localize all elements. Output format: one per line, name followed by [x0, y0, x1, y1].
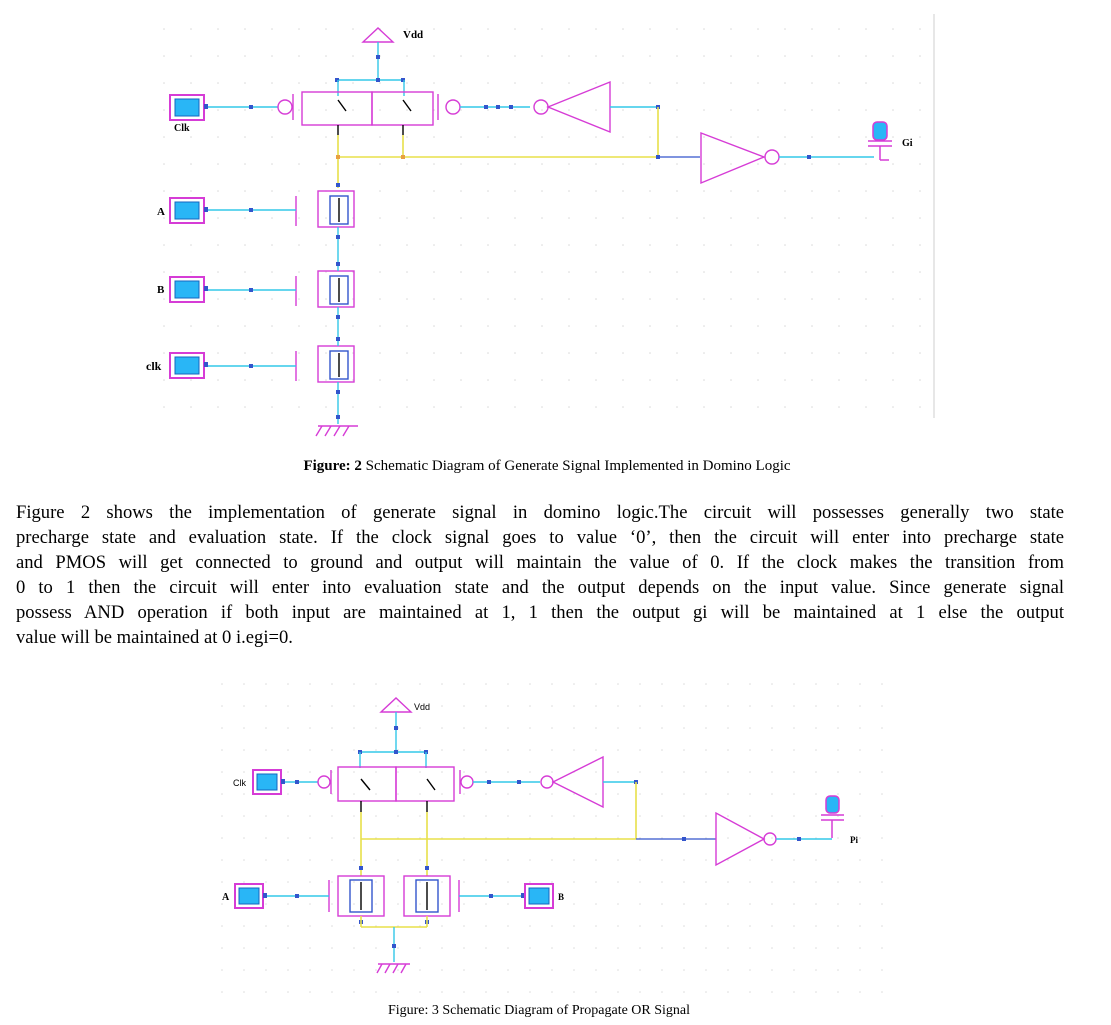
clk-bottom-input-box: [169, 352, 208, 379]
a-input-label: A: [157, 206, 165, 218]
paragraph-line: Figure 2 shows the implementation of gen…: [16, 502, 1064, 523]
figure-2-caption-text: Schematic Diagram of Generate Signal Imp…: [361, 458, 791, 474]
pmos-transistor-left: [277, 91, 373, 135]
b-input-label: B: [157, 284, 165, 296]
paragraph-line: 0 to 1 then the circuit will enter into …: [16, 577, 1064, 598]
nmos-transistor-b: [295, 270, 355, 308]
clk-input-box: [169, 94, 208, 121]
vdd-supply-symbol: [361, 27, 395, 80]
figure-2-caption-prefix: Figure: 2: [303, 458, 362, 474]
b-input-box: [169, 276, 208, 303]
vdd-supply-symbol: [379, 697, 413, 752]
clk-bottom-label: clk: [146, 359, 162, 373]
b-input-label: B: [558, 892, 564, 902]
ground-symbol: [315, 425, 358, 437]
output-probe-icon: [821, 795, 844, 838]
figure-2-caption: Figure: 2 Schematic Diagram of Generate …: [0, 458, 1094, 475]
paragraph-line: value will be maintained at 0 i.egi=0.: [16, 627, 293, 648]
pi-output-label: Pi: [850, 835, 858, 845]
figure-3-caption: Figure: 3 Schematic Diagram of Propagate…: [387, 1003, 691, 1018]
paragraph-line: and PMOS will get connected to ground an…: [16, 552, 1064, 573]
grid-background: [150, 14, 935, 418]
grid-background: [212, 683, 900, 998]
output-probe-icon: [868, 121, 892, 161]
b-input-box: [521, 883, 554, 909]
paragraph-line: possess AND operation if both input are …: [16, 602, 1064, 623]
body-paragraph: Figure 2 shows the implementation of gen…: [16, 500, 1064, 650]
vdd-label: Vdd: [414, 702, 430, 712]
figure-3-schematic: Vdd Clk: [212, 683, 900, 998]
a-input-box: [234, 883, 267, 909]
clk-label: Clk: [233, 778, 246, 788]
clk-input-box: [252, 769, 285, 795]
paragraph-line: precharge state and evaluation state. If…: [16, 527, 1064, 548]
gi-output-label: Gi: [902, 138, 913, 149]
pmos-transistor-right: [395, 766, 474, 812]
nmos-transistor-a: [295, 190, 355, 228]
a-input-label: A: [222, 892, 230, 903]
figure-2-schematic: Vdd Clk: [146, 14, 935, 437]
clk-top-label: Clk: [174, 123, 190, 134]
a-input-box: [169, 197, 208, 224]
vdd-label: Vdd: [403, 29, 423, 41]
ground-symbol: [376, 963, 410, 974]
